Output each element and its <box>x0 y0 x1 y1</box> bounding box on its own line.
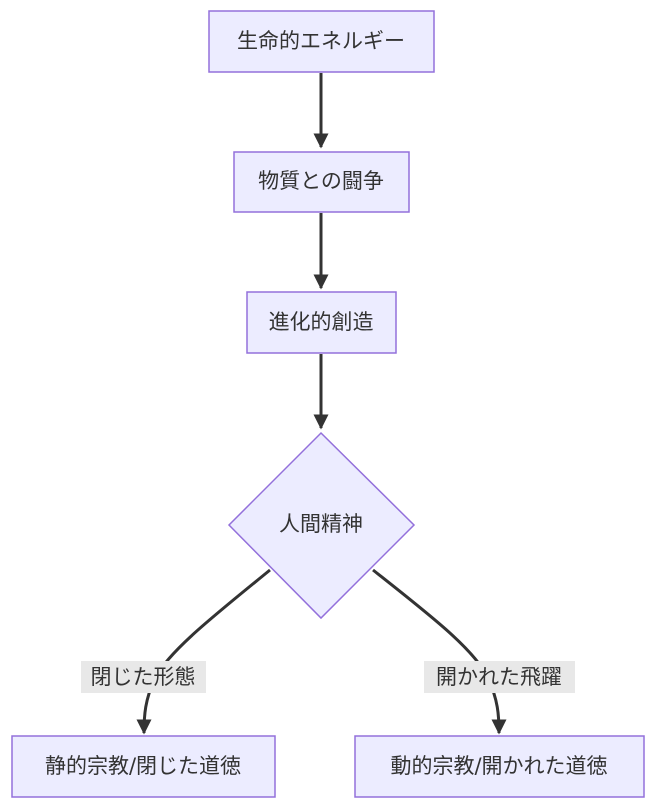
edge-label-open: 開かれた飛躍 <box>424 661 575 693</box>
node-vital-energy: 生命的エネルギー <box>208 10 435 73</box>
node-dynamic-religion-label: 動的宗教/開かれた道徳 <box>390 754 607 778</box>
edge-label-closed: 閉じた形態 <box>81 661 206 693</box>
node-struggle: 物質との闘争 <box>233 151 410 213</box>
node-vital-energy-label: 生命的エネルギー <box>237 29 405 53</box>
node-static-religion: 静的宗教/閉じた道徳 <box>11 735 276 798</box>
edge-spirit-to-dynamic <box>372 568 507 735</box>
node-creative-evolution-label: 進化的創造 <box>269 310 374 334</box>
edge-spirit-to-static <box>136 568 271 735</box>
node-human-spirit: 人間精神 <box>227 431 416 620</box>
node-static-religion-label: 静的宗教/閉じた道徳 <box>45 754 241 778</box>
node-creative-evolution: 進化的創造 <box>246 291 397 354</box>
edge-label-closed-text: 閉じた形態 <box>91 665 196 689</box>
node-human-spirit-label: 人間精神 <box>279 512 363 536</box>
node-struggle-label: 物質との闘争 <box>258 169 384 193</box>
node-dynamic-religion: 動的宗教/開かれた道徳 <box>354 735 645 798</box>
edge-label-open-text: 開かれた飛躍 <box>436 665 562 689</box>
